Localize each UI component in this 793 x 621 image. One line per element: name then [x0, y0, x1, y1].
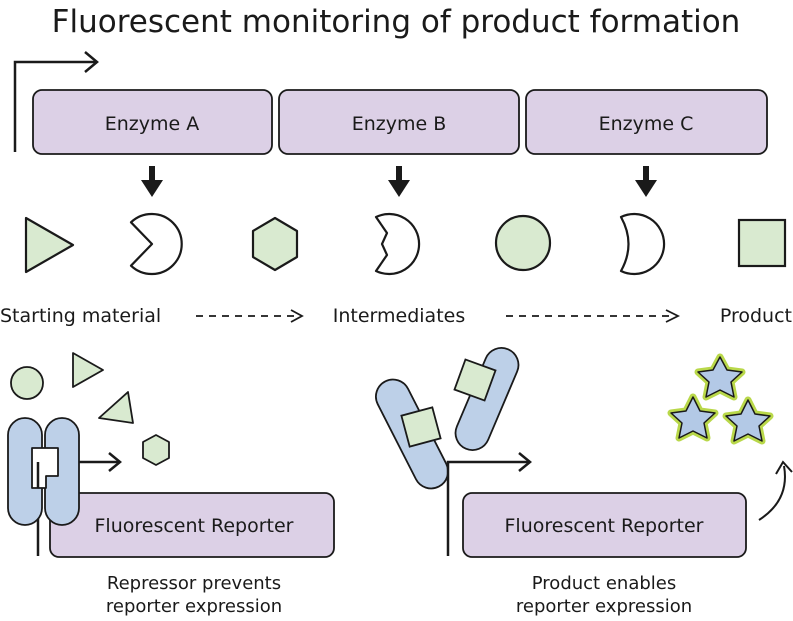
enzyme-b-pocket-shape [374, 212, 421, 276]
dashed-arrow-1 [196, 309, 304, 323]
diagram-title: Fluorescent monitoring of product format… [52, 4, 741, 40]
right-promoter-arrow [446, 452, 532, 556]
hexagon-outline [251, 216, 299, 272]
enzyme-c-label: Enzyme C [599, 113, 694, 135]
operon-promoter-arrow [13, 51, 99, 152]
free-triangle-molecule [72, 352, 104, 388]
free-hexagon-molecule [142, 434, 170, 466]
repressor-protein [7, 417, 80, 526]
starting-material-label: Starting material [0, 305, 161, 327]
free-circle-molecule [10, 366, 44, 400]
right-caption-line1: Product enables [532, 573, 676, 594]
left-caption-line2: reporter expression [106, 596, 282, 617]
product-square [737, 218, 787, 268]
starting-material-triangle [24, 216, 75, 274]
enzyme-a-action-arrow [141, 166, 163, 197]
enzyme-c-box: Enzyme C [525, 89, 768, 155]
expression-curve-arrow [758, 460, 793, 521]
fluorescent-protein-stars [667, 353, 774, 445]
left-reporter-box: Fluorescent Reporter [49, 492, 335, 558]
intermediates-label: Intermediates [333, 305, 465, 327]
left-reporter-label: Fluorescent Reporter [94, 515, 293, 537]
right-reporter-box: Fluorescent Reporter [462, 492, 747, 558]
intermediate-circle [494, 214, 552, 272]
right-reporter-label: Fluorescent Reporter [504, 515, 703, 537]
enzyme-b-label: Enzyme B [352, 113, 447, 135]
enzyme-b-action-arrow [388, 166, 410, 197]
enzyme-a-label: Enzyme A [105, 113, 200, 135]
left-caption-line1: Repressor prevents [107, 573, 281, 594]
enzyme-c-pocket-shape [619, 212, 666, 276]
bound-repressor-2 [453, 347, 520, 451]
bound-repressor-1 [375, 378, 449, 490]
enzyme-a-box: Enzyme A [32, 89, 273, 155]
product-label: Product [720, 305, 792, 327]
enzyme-b-box: Enzyme B [278, 89, 520, 155]
enzyme-c-action-arrow [635, 166, 657, 197]
right-caption-line2: reporter expression [516, 596, 692, 617]
dashed-arrow-2 [506, 309, 681, 323]
enzyme-a-pocket-shape [129, 212, 183, 276]
left-free-molecules [10, 352, 170, 466]
free-triangle-molecule-2 [98, 391, 134, 424]
